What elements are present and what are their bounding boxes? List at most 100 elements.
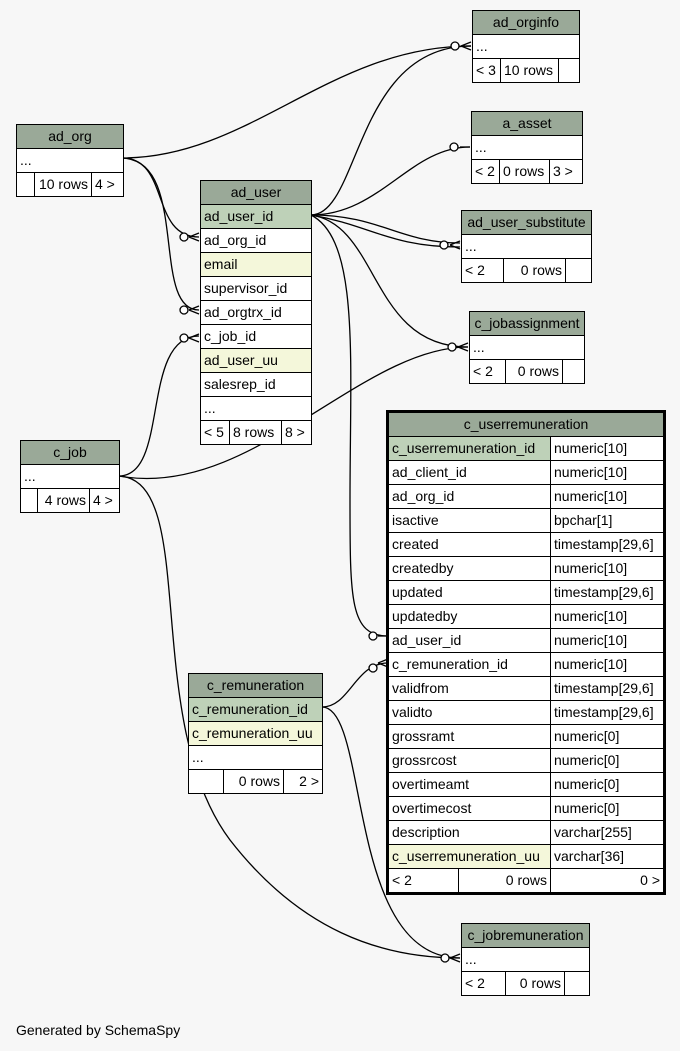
row-count: 0 rows — [505, 971, 565, 996]
column-grossrcost[interactable]: grossrcost — [388, 748, 551, 773]
crowfoot — [377, 658, 389, 668]
column-type: numeric[10] — [549, 628, 665, 653]
children-count[interactable]: 3 > — [548, 159, 584, 184]
column-salesrep_id[interactable]: salesrep_id — [199, 372, 313, 397]
table-c_jobassignment[interactable]: c_jobassignment ... < 2 0 rows — [468, 311, 586, 384]
column-type: numeric[0] — [549, 724, 665, 749]
crowfoot — [188, 305, 200, 315]
children-count[interactable] — [561, 359, 586, 384]
column-ad_orgtrx_id[interactable]: ad_orgtrx_id — [199, 300, 313, 325]
parents-count[interactable] — [20, 488, 38, 513]
edge-c_job-ad_user — [118, 335, 200, 477]
table-ad_orginfo[interactable]: ad_orginfo ... < 3 10 rows — [472, 10, 580, 83]
parents-count[interactable]: < 2 — [461, 258, 504, 283]
children-count[interactable]: 8 > — [280, 420, 313, 445]
table-c_job[interactable]: c_job ... 4 rows 4 > — [19, 440, 121, 513]
column-type: varchar[255] — [549, 820, 665, 845]
column-overtimecost[interactable]: overtimecost — [388, 796, 551, 821]
children-count[interactable]: 2 > — [282, 769, 324, 794]
children-count[interactable] — [564, 258, 593, 283]
edge-c_remuneration-c_jobremuneration — [321, 706, 461, 959]
column-c_userremuneration_uu[interactable]: c_userremuneration_uu — [388, 844, 551, 869]
table-a_asset[interactable]: a_asset ... < 2 0 rows 3 > — [470, 111, 584, 184]
table-c_remuneration[interactable]: c_remuneration c_remuneration_id c_remun… — [187, 673, 324, 794]
table-title[interactable]: c_jobassignment — [468, 311, 586, 336]
children-count[interactable]: 4 > — [90, 172, 125, 197]
parents-count[interactable] — [16, 172, 35, 197]
table-ad_org[interactable]: ad_org ... 10 rows 4 > — [15, 124, 125, 197]
column-description[interactable]: description — [388, 820, 551, 845]
column-email[interactable]: email — [199, 252, 313, 277]
column-validfrom[interactable]: validfrom — [388, 676, 551, 701]
column-ad_org_id[interactable]: ad_org_id — [199, 228, 313, 253]
column-overtimeamt[interactable]: overtimeamt — [388, 772, 551, 797]
edge-end-circle — [439, 240, 449, 250]
crowfoot — [188, 232, 200, 242]
column-c_remuneration_id[interactable]: c_remuneration_id — [187, 697, 324, 722]
generated-by-footer: Generated by SchemaSpy — [16, 1022, 181, 1038]
column-validto[interactable]: validto — [388, 700, 551, 725]
table-ad_user_substitute[interactable]: ad_user_substitute ... < 2 0 rows — [460, 210, 593, 283]
edge-end-circle — [368, 663, 378, 673]
table-title[interactable]: ad_org — [15, 124, 125, 149]
column-ad_user_uu[interactable]: ad_user_uu — [199, 348, 313, 373]
parents-count[interactable]: < 3 — [472, 58, 501, 83]
children-count[interactable]: 0 > — [549, 868, 665, 893]
column-ad_user_id[interactable]: ad_user_id — [199, 204, 313, 229]
edge-end-circle — [368, 631, 378, 641]
edge-ad_user-c_jobassignment — [310, 214, 469, 348]
column-c_remuneration_id[interactable]: c_remuneration_id — [388, 652, 551, 677]
row-count: 0 rows — [458, 868, 551, 893]
edge-c_job-c_jobremuneration — [118, 475, 461, 959]
column-c_remuneration_uu[interactable]: c_remuneration_uu — [187, 721, 324, 746]
table-title[interactable]: a_asset — [470, 111, 584, 136]
edge-end-circle — [450, 41, 460, 51]
column-updated[interactable]: updated — [388, 580, 551, 605]
parents-count[interactable]: < 2 — [469, 359, 506, 384]
table-title[interactable]: c_jobremuneration — [460, 923, 591, 948]
column-type: timestamp[29,6] — [549, 532, 665, 557]
column-supervisor_id[interactable]: supervisor_id — [199, 276, 313, 301]
column-ad_org_id[interactable]: ad_org_id — [388, 484, 551, 509]
column-c_job_id[interactable]: c_job_id — [199, 324, 313, 349]
column-type: numeric[10] — [549, 460, 665, 485]
column-updatedby[interactable]: updatedby — [388, 604, 551, 629]
crowfoot — [460, 41, 472, 51]
parents-count[interactable]: < 5 — [200, 420, 230, 445]
parents-count[interactable]: < 2 — [471, 159, 500, 184]
children-count[interactable] — [558, 58, 580, 83]
column-ad_client_id[interactable]: ad_client_id — [388, 460, 551, 485]
row-count: 0 rows — [499, 159, 550, 184]
table-title[interactable]: ad_user_substitute — [460, 210, 593, 235]
table-title[interactable]: c_job — [19, 440, 121, 465]
table-title[interactable]: ad_orginfo — [472, 10, 580, 35]
crowfoot — [457, 342, 469, 352]
column-createdby[interactable]: createdby — [388, 556, 551, 581]
table-title[interactable]: c_remuneration — [187, 673, 324, 698]
columns-ellipsis: ... — [19, 464, 121, 489]
parents-count[interactable]: < 2 — [461, 971, 506, 996]
column-type: numeric[0] — [549, 796, 665, 821]
columns-ellipsis: ... — [472, 34, 580, 59]
table-c_userremuneration[interactable]: c_userremuneration c_userremuneration_id… — [385, 410, 667, 895]
children-count[interactable] — [563, 971, 591, 996]
column-grossramt[interactable]: grossramt — [388, 724, 551, 749]
columns-ellipsis: ... — [468, 335, 586, 360]
parents-count[interactable]: < 2 — [388, 868, 459, 893]
column-c_userremuneration_id[interactable]: c_userremuneration_id — [388, 436, 551, 461]
column-created[interactable]: created — [388, 532, 551, 557]
table-title[interactable]: c_userremuneration — [387, 412, 665, 437]
crowfoot — [188, 333, 200, 343]
crowfoot — [449, 240, 461, 250]
table-title[interactable]: ad_user — [199, 180, 313, 205]
column-isactive[interactable]: isactive — [388, 508, 551, 533]
table-ad_user[interactable]: ad_user ad_user_id ad_org_id email super… — [199, 180, 313, 445]
row-count: 10 rows — [34, 172, 92, 197]
table-c_jobremuneration[interactable]: c_jobremuneration ... < 2 0 rows — [460, 923, 591, 996]
children-count[interactable]: 4 > — [88, 488, 121, 513]
edge-end-circle — [447, 342, 457, 352]
column-ad_user_id[interactable]: ad_user_id — [388, 628, 551, 653]
row-count: 0 rows — [503, 258, 566, 283]
parents-count[interactable] — [188, 769, 224, 794]
